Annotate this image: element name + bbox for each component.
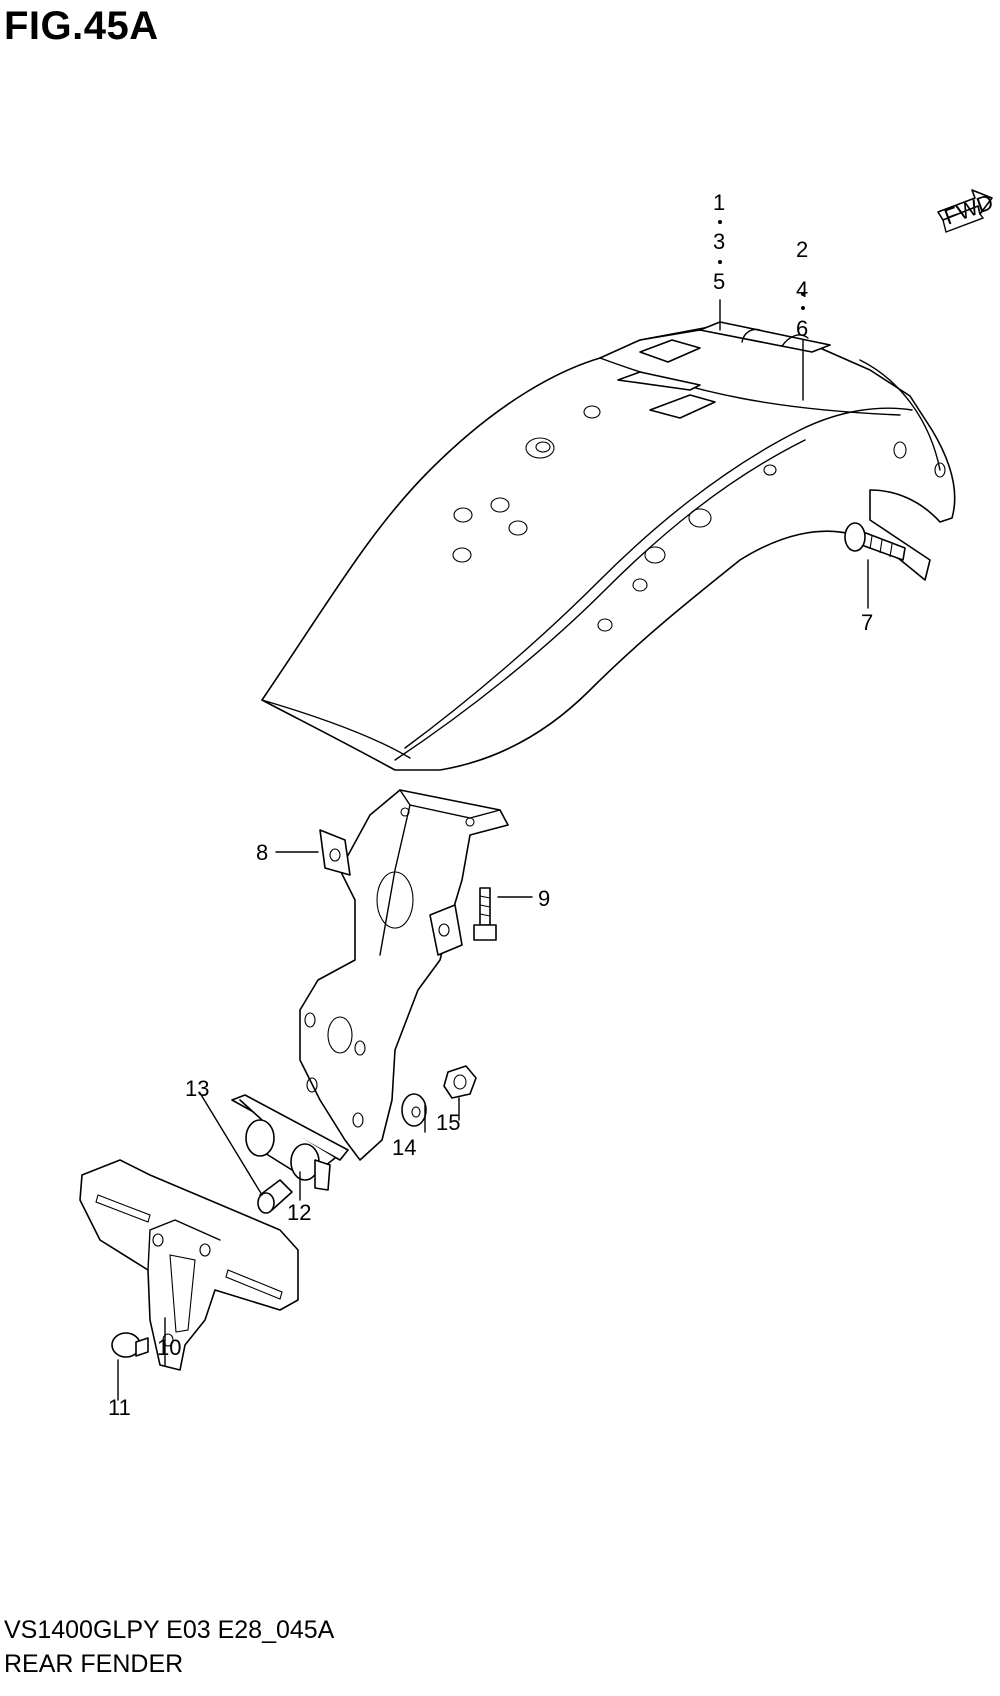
nut-part-15	[443, 1065, 477, 1099]
callout-14: 14	[392, 1135, 416, 1160]
callout-3: 3	[713, 229, 725, 254]
callout-5: 5	[713, 269, 725, 294]
callout-9: 9	[538, 886, 550, 911]
callout-8: 8	[256, 840, 268, 865]
callout-2: 2	[796, 237, 808, 262]
callout-12: 12	[287, 1200, 311, 1225]
diagram-name: REAR FENDER	[4, 1650, 184, 1678]
diagram-code: VS1400GLPY E03 E28_045A	[4, 1616, 335, 1644]
callouts: 1 3 5 2 4 6 7 8 9 10 11 12 13 14 15	[108, 190, 873, 1420]
callout-7: 7	[861, 610, 873, 635]
plate-part-12	[231, 1094, 349, 1191]
callout-10: 10	[157, 1335, 181, 1360]
spacer-part-13	[257, 1179, 293, 1214]
callout-6: 6	[796, 316, 808, 341]
callout-11: 11	[108, 1395, 131, 1420]
leader-lines	[117, 220, 869, 1401]
washer-part-14	[401, 1093, 427, 1127]
callout-4: 4	[796, 277, 808, 302]
figure-title: FIG.45A	[4, 4, 159, 48]
fender-bracket	[299, 789, 509, 1161]
bolt-part-9	[473, 887, 497, 941]
screw-part-11	[111, 1332, 149, 1358]
fwd-arrow-icon: FWD	[937, 189, 996, 233]
callout-15: 15	[436, 1110, 460, 1135]
bolt-part-7	[844, 522, 906, 561]
callout-1: 1	[713, 190, 725, 215]
license-bracket-part-10	[79, 1159, 299, 1371]
callout-13: 13	[185, 1076, 209, 1101]
